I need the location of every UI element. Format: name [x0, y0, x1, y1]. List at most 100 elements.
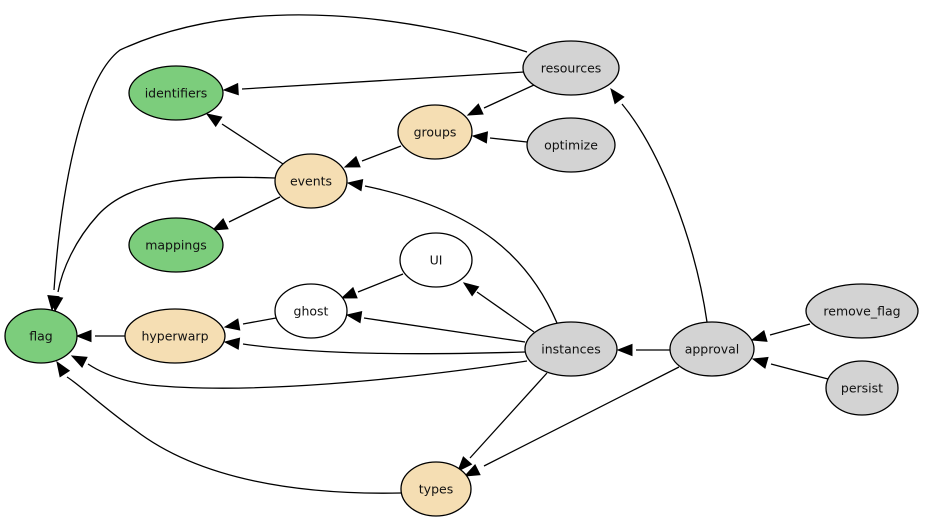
edge-approval-to-resources	[610, 87, 708, 323]
node-label: mappings	[145, 238, 207, 253]
edge-line	[228, 196, 281, 223]
node-label: persist	[841, 381, 883, 396]
arrowhead-icon	[211, 218, 229, 231]
node-label: approval	[685, 342, 740, 357]
node-label: groups	[414, 125, 457, 140]
node-resources[interactable]: resources	[522, 40, 620, 96]
edge-resources-to-groups	[466, 84, 535, 116]
arrowhead-icon	[751, 356, 769, 369]
edges-layer	[47, 14, 829, 494]
node-ellipse	[526, 117, 616, 173]
arrowhead-icon	[466, 103, 484, 116]
arrowhead-icon	[346, 178, 364, 192]
node-optimize[interactable]: optimize	[526, 117, 616, 173]
node-persist[interactable]: persist	[825, 360, 899, 416]
edge-line	[364, 185, 558, 324]
node-events[interactable]: events	[274, 153, 348, 209]
edge-line	[53, 14, 528, 291]
edge-hyperwarp-to-flag	[75, 329, 125, 343]
edge-line	[483, 366, 680, 467]
node-remove-flag[interactable]: remove_flag	[805, 283, 919, 339]
node-ellipse	[524, 321, 618, 377]
edge-line	[87, 360, 528, 389]
node-instances[interactable]: instances	[524, 321, 618, 377]
node-ellipse	[825, 360, 899, 416]
arrowhead-icon	[75, 329, 92, 343]
node-label: resources	[541, 61, 602, 76]
arrowhead-icon	[610, 87, 625, 105]
edge-line	[483, 84, 535, 109]
edge-line	[241, 71, 525, 90]
edge-resources-to-identifiers	[222, 71, 525, 96]
nodes-layer: flag identifiers mappings events groups hyper…	[4, 40, 919, 517]
edge-instances-to-types	[457, 372, 548, 473]
edge-ghost-to-hyperwarp	[223, 317, 277, 331]
edge-events-to-identifiers	[205, 113, 284, 165]
arrowhead-icon	[457, 456, 473, 473]
node-label: ghost	[294, 304, 329, 319]
node-approval[interactable]: approval	[669, 321, 755, 377]
edge-line	[242, 343, 526, 355]
node-ellipse	[274, 283, 348, 339]
edge-remove_flag-to-approval	[750, 323, 811, 342]
node-label: events	[290, 174, 332, 189]
arrowhead-icon	[50, 295, 64, 313]
arrowhead-icon	[462, 282, 480, 297]
node-label: optimize	[544, 138, 598, 153]
arrowhead-icon	[750, 329, 768, 342]
node-label: remove_flag	[823, 304, 900, 319]
node-label: hyperwarp	[141, 329, 208, 344]
node-label: UI	[430, 253, 443, 268]
node-ellipse	[128, 217, 224, 273]
edge-line	[469, 372, 548, 459]
node-mappings[interactable]: mappings	[128, 217, 224, 273]
edge-UI-to-ghost	[340, 273, 404, 299]
edge-optimize-to-groups	[471, 131, 528, 144]
arrowhead-icon	[223, 337, 241, 350]
arrowhead-icon	[222, 82, 239, 96]
edge-line	[489, 137, 528, 143]
edge-line	[769, 323, 811, 336]
arrowhead-icon	[340, 286, 358, 299]
edge-line	[242, 317, 277, 325]
edge-types-to-flag	[56, 360, 402, 494]
edge-groups-to-events	[343, 145, 402, 168]
node-ellipse	[805, 283, 919, 339]
node-hyperwarp[interactable]: hyperwarp	[124, 308, 226, 364]
arrowhead-icon	[70, 355, 88, 369]
edge-line	[770, 363, 829, 380]
node-types[interactable]: types	[400, 461, 472, 517]
arrowhead-icon	[343, 155, 361, 168]
arrowhead-icon	[463, 463, 481, 477]
edge-instances-to-hyperwarp	[223, 337, 526, 355]
edge-line	[221, 123, 284, 165]
edge-line	[57, 176, 276, 293]
arrowhead-icon	[345, 310, 363, 324]
arrowhead-icon	[205, 113, 223, 128]
node-ellipse	[124, 308, 226, 364]
node-ellipse	[128, 65, 224, 121]
arrowhead-icon	[56, 360, 71, 378]
edge-line	[361, 145, 402, 162]
edge-instances-to-flag	[70, 355, 528, 389]
node-groups[interactable]: groups	[397, 104, 473, 160]
node-ellipse	[274, 153, 348, 209]
node-identifiers[interactable]: identifiers	[128, 65, 224, 121]
edge-line	[357, 273, 404, 293]
edge-line	[363, 317, 526, 343]
node-ellipse	[400, 461, 472, 517]
node-ellipse	[522, 40, 620, 96]
edge-persist-to-approval	[751, 356, 829, 380]
node-ellipse	[4, 308, 78, 364]
arrowhead-icon	[223, 318, 241, 331]
node-flag[interactable]: flag	[4, 308, 78, 364]
edge-instances-to-events	[346, 178, 558, 324]
edge-line	[621, 103, 708, 323]
edge-events-to-mappings	[211, 196, 281, 231]
node-UI[interactable]: UI	[399, 232, 473, 288]
edge-instances-to-UI	[462, 282, 535, 333]
node-ghost[interactable]: ghost	[274, 283, 348, 339]
node-ellipse	[397, 104, 473, 160]
edge-instances-to-ghost	[345, 310, 526, 343]
